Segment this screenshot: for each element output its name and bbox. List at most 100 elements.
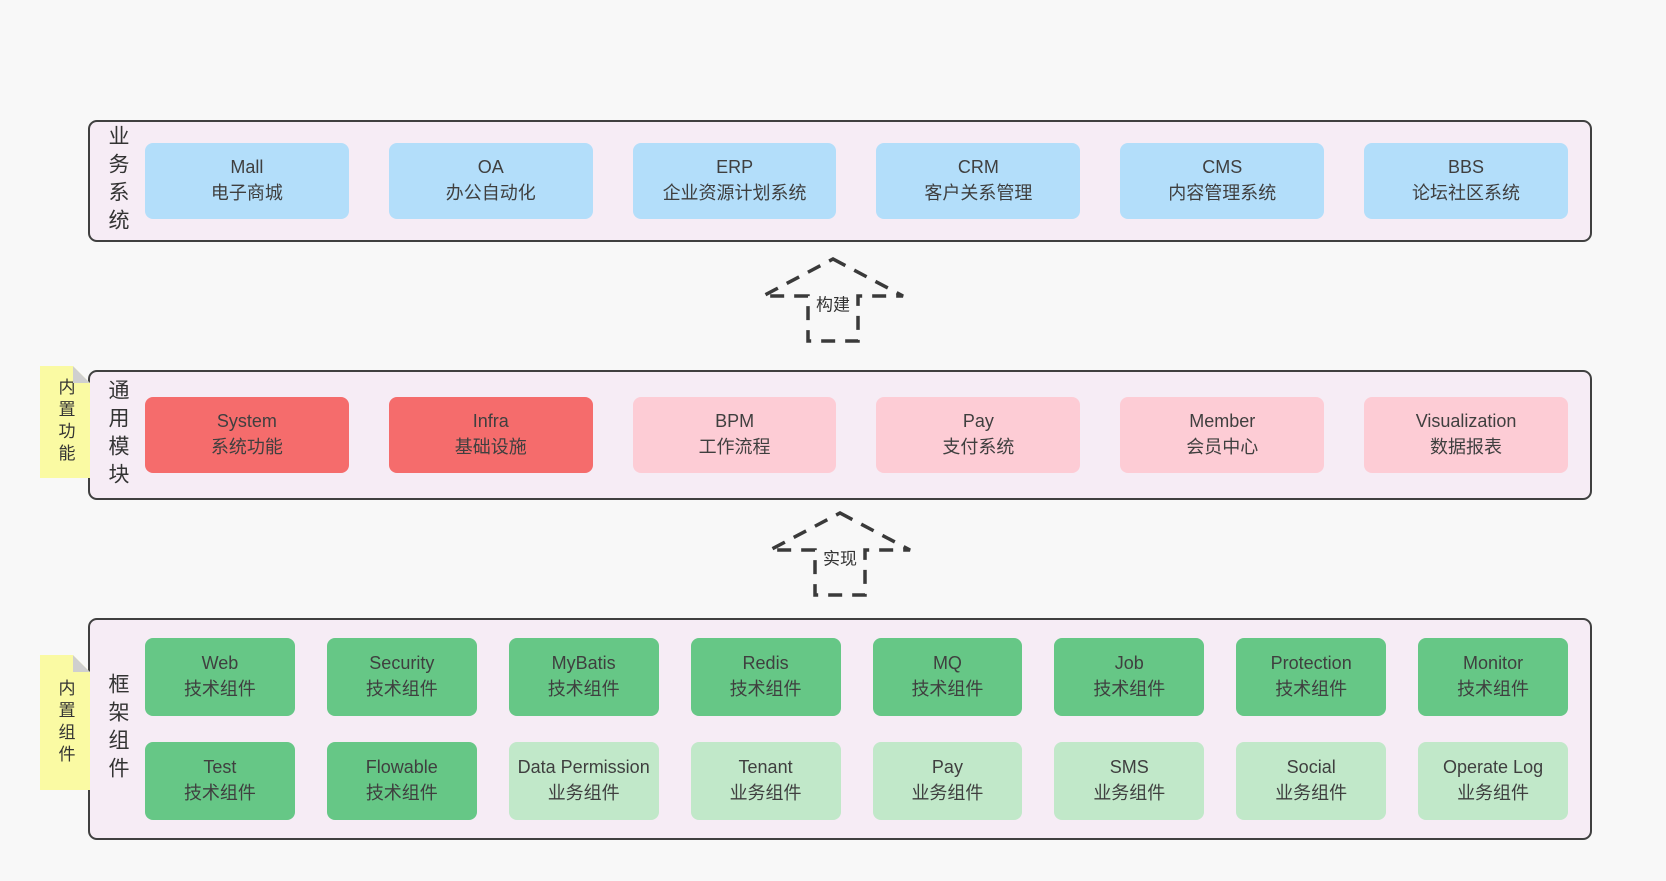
framework-row-1: Web 技术组件 Security 技术组件 MyBatis 技术组件 Redi… xyxy=(145,638,1568,716)
box-subtitle: 基础设施 xyxy=(454,437,527,457)
box-oa: OA 办公自动化 xyxy=(388,143,593,219)
box-subtitle: 技术组件 xyxy=(911,679,984,699)
box-subtitle: 会员中心 xyxy=(1186,437,1259,457)
box-subtitle: 业务组件 xyxy=(1275,783,1348,803)
business-layer-label-column: 业务系统 xyxy=(90,122,145,240)
box-pay: Pay 支付系统 xyxy=(876,397,1081,473)
sticky-note-builtin-components: 内置组件 xyxy=(40,655,90,790)
box-title: Data Permission xyxy=(517,757,650,778)
sticky-note-label: 内置功能 xyxy=(55,378,75,466)
implement-arrow: 实现 xyxy=(765,510,915,598)
sticky-note-builtin-features: 内置功能 xyxy=(40,366,90,478)
box-title: MQ xyxy=(932,653,962,674)
box-job: Job 技术组件 xyxy=(1054,638,1205,716)
box-subtitle: 技术组件 xyxy=(729,679,802,699)
framework-rows: Web 技术组件 Security 技术组件 MyBatis 技术组件 Redi… xyxy=(145,620,1590,838)
box-bbs: BBS 论坛社区系统 xyxy=(1364,143,1568,219)
box-subtitle: 技术组件 xyxy=(365,783,438,803)
box-visualization: Visualization 数据报表 xyxy=(1364,397,1568,473)
box-subtitle: 电子商城 xyxy=(210,183,283,203)
box-infra: Infra 基础设施 xyxy=(388,397,593,473)
box-subtitle: 技术组件 xyxy=(1093,679,1166,699)
sticky-note-label: 内置组件 xyxy=(55,678,75,767)
business-boxes: Mall 电子商城 OA 办公自动化 ERP 企业资源计划系统 CRM 客户关系… xyxy=(145,122,1590,240)
box-title: System xyxy=(216,411,277,432)
box-protection: Protection 技术组件 xyxy=(1236,638,1387,716)
box-mall: Mall 电子商城 xyxy=(145,143,349,219)
box-operate-log: Operate Log 业务组件 xyxy=(1418,742,1568,820)
box-title: ERP xyxy=(716,157,754,178)
box-subtitle: 支付系统 xyxy=(942,437,1015,457)
box-title: BBS xyxy=(1448,157,1485,178)
box-web: Web 技术组件 xyxy=(145,638,295,716)
box-title: MyBatis xyxy=(551,653,616,674)
box-subtitle: 业务组件 xyxy=(911,783,984,803)
business-systems-layer: 业务系统 Mall 电子商城 OA 办公自动化 ERP 企业资源计划系统 CRM… xyxy=(88,120,1592,242)
box-test: Test 技术组件 xyxy=(145,742,295,820)
box-subtitle: 技术组件 xyxy=(1457,679,1530,699)
box-subtitle: 业务组件 xyxy=(1457,783,1530,803)
framework-layer-label: 框架组件 xyxy=(106,673,129,785)
box-title: Tenant xyxy=(738,757,793,778)
box-subtitle: 数据报表 xyxy=(1430,437,1503,457)
box-social: Social 业务组件 xyxy=(1236,742,1387,820)
dashed-up-arrow-icon xyxy=(762,257,904,343)
box-subtitle: 系统功能 xyxy=(210,437,283,457)
box-title: CMS xyxy=(1202,157,1243,178)
box-pay-biz: Pay 业务组件 xyxy=(872,742,1023,820)
box-subtitle: 技术组件 xyxy=(1275,679,1348,699)
implement-arrow-label: 实现 xyxy=(819,543,861,571)
box-title: CRM xyxy=(957,157,999,178)
box-subtitle: 论坛社区系统 xyxy=(1412,183,1521,203)
box-title: Social xyxy=(1286,757,1336,778)
dashed-up-arrow-icon xyxy=(769,511,911,597)
box-mq: MQ 技术组件 xyxy=(872,638,1023,716)
box-system: System 系统功能 xyxy=(145,397,349,473)
box-subtitle: 业务组件 xyxy=(1093,783,1166,803)
box-security: Security 技术组件 xyxy=(326,638,477,716)
box-title: Operate Log xyxy=(1443,757,1544,778)
box-sms: SMS 业务组件 xyxy=(1054,742,1205,820)
box-subtitle: 内容管理系统 xyxy=(1168,183,1277,203)
framework-components-layer: 框架组件 Web 技术组件 Security 技术组件 MyBatis 技术组件… xyxy=(88,618,1592,840)
box-subtitle: 技术组件 xyxy=(183,679,256,699)
box-title: Job xyxy=(1114,653,1144,674)
box-title: Web xyxy=(201,653,239,674)
box-subtitle: 业务组件 xyxy=(729,783,802,803)
box-subtitle: 技术组件 xyxy=(547,679,620,699)
box-subtitle: 客户关系管理 xyxy=(924,183,1033,203)
box-data-permission: Data Permission 业务组件 xyxy=(508,742,659,820)
box-monitor: Monitor 技术组件 xyxy=(1418,638,1568,716)
box-title: Monitor xyxy=(1463,653,1524,674)
box-title: SMS xyxy=(1109,757,1149,778)
box-bpm: BPM 工作流程 xyxy=(632,397,837,473)
box-subtitle: 技术组件 xyxy=(183,783,256,803)
box-subtitle: 业务组件 xyxy=(547,783,620,803)
build-arrow-label: 构建 xyxy=(812,289,854,317)
box-crm: CRM 客户关系管理 xyxy=(876,143,1081,219)
box-title: Redis xyxy=(742,653,789,674)
box-cms: CMS 内容管理系统 xyxy=(1120,143,1325,219)
box-title: Flowable xyxy=(365,757,438,778)
box-mybatis: MyBatis 技术组件 xyxy=(508,638,659,716)
box-member: Member 会员中心 xyxy=(1120,397,1325,473)
business-layer-label: 业务系统 xyxy=(106,125,129,237)
box-tenant: Tenant 业务组件 xyxy=(690,742,841,820)
module-boxes: System 系统功能 Infra 基础设施 BPM 工作流程 Pay 支付系统… xyxy=(145,372,1590,498)
modules-layer-label: 通用模块 xyxy=(106,379,129,491)
box-title: Security xyxy=(369,653,435,674)
box-title: Infra xyxy=(472,411,509,432)
box-title: Protection xyxy=(1270,653,1352,674)
box-erp: ERP 企业资源计划系统 xyxy=(632,143,837,219)
box-subtitle: 办公自动化 xyxy=(445,183,536,203)
build-arrow: 构建 xyxy=(758,256,908,344)
box-subtitle: 企业资源计划系统 xyxy=(662,183,807,203)
box-title: Test xyxy=(203,757,237,778)
box-subtitle: 工作流程 xyxy=(698,437,771,457)
box-title: Member xyxy=(1189,411,1256,432)
box-subtitle: 技术组件 xyxy=(365,679,438,699)
modules-layer-label-column: 通用模块 xyxy=(90,372,145,498)
box-title: OA xyxy=(477,157,504,178)
common-modules-layer: 通用模块 System 系统功能 Infra 基础设施 BPM 工作流程 Pay… xyxy=(88,370,1592,500)
